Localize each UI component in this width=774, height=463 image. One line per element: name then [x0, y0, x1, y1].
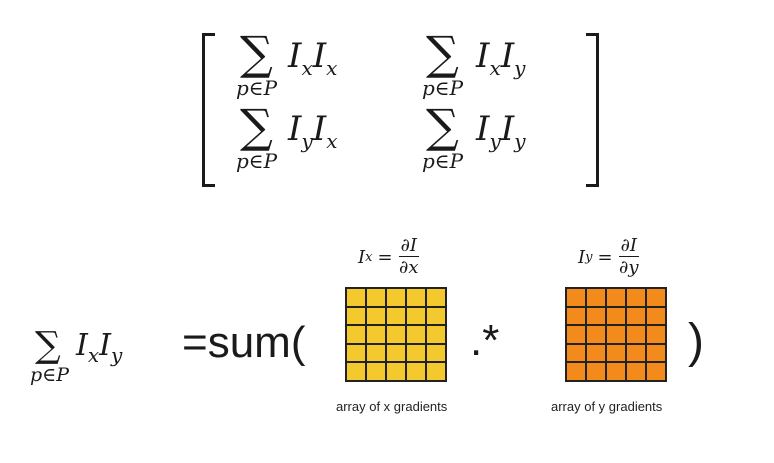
array-cell [426, 288, 446, 307]
array-cell [646, 343, 666, 363]
sum-symbol: ∑ [426, 99, 459, 153]
sum-symbol: ∑ [35, 325, 61, 366]
right-bracket [586, 33, 599, 187]
array-cell [386, 325, 406, 344]
array-cell [406, 362, 426, 381]
array-cell [406, 288, 426, 307]
array-cell [366, 362, 386, 381]
sum-subscript: p∈P [422, 149, 464, 173]
array-cell [586, 343, 606, 363]
array-cell [346, 325, 366, 344]
array-cell [366, 343, 386, 363]
matrix-cell-2-2: ∑ p∈P IyIy [418, 103, 588, 183]
matrix-cell-1-2: ∑ p∈P IxIy [418, 30, 588, 105]
array-cell [586, 325, 606, 344]
matrix-cell-1-1: ∑ p∈P IxIx [232, 30, 392, 105]
array-cell [366, 306, 386, 326]
array-cell [606, 288, 626, 307]
sum-subscript: p∈P [236, 149, 278, 173]
array-cell [346, 288, 366, 307]
array-cell [626, 325, 646, 344]
array-cell [586, 362, 606, 381]
y-gradient-caption: array of y gradients [551, 399, 663, 414]
x-gradient-array [345, 287, 447, 382]
elementwise-operator: .* [470, 316, 500, 365]
term: IyIy [476, 109, 526, 153]
array-cell [606, 343, 626, 363]
array-cell [366, 325, 386, 344]
array-cell [626, 343, 646, 363]
y-gradient-array [565, 287, 667, 382]
array-cell [646, 306, 666, 326]
array-cell [566, 362, 586, 381]
array-cell [606, 325, 626, 344]
array-cell [346, 362, 366, 381]
array-cell [646, 325, 666, 344]
array-cell [566, 306, 586, 326]
array-cell [626, 362, 646, 381]
array-cell [566, 325, 586, 344]
array-cell [386, 362, 406, 381]
matrix-cell-2-1: ∑ p∈P IyIx [232, 103, 392, 183]
array-cell [386, 306, 406, 326]
array-cell [426, 343, 446, 363]
array-cell [626, 306, 646, 326]
array-cell [366, 288, 386, 307]
left-bracket [202, 33, 215, 187]
array-cell [606, 306, 626, 326]
sum-symbol: ∑ [240, 26, 273, 80]
term: IyIx [288, 109, 338, 153]
lhs-term: IxIy [76, 328, 123, 367]
term: IxIy [476, 36, 526, 80]
sum-symbol: ∑ [426, 26, 459, 80]
x-gradient-caption: array of x gradients [336, 399, 448, 414]
array-cell [346, 343, 366, 363]
array-cell [386, 288, 406, 307]
array-cell [566, 343, 586, 363]
array-cell [386, 343, 406, 363]
term: IxIx [288, 36, 338, 80]
array-cell [406, 306, 426, 326]
sum-symbol: ∑ [240, 99, 273, 153]
sum-subscript: p∈P [422, 76, 464, 100]
array-cell [586, 288, 606, 307]
array-cell [426, 306, 446, 326]
array-cell [406, 325, 426, 344]
array-cell [566, 288, 586, 307]
sum-subscript: p∈P [236, 76, 278, 100]
array-cell [426, 362, 446, 381]
array-cell [586, 306, 606, 326]
close-paren: ) [688, 315, 704, 368]
array-cell [646, 288, 666, 307]
array-cell [406, 343, 426, 363]
array-cell [606, 362, 626, 381]
array-cell [626, 288, 646, 307]
sum-subscript: p∈P [30, 364, 70, 386]
array-cell [346, 306, 366, 326]
array-cell [426, 325, 446, 344]
array-cell [646, 362, 666, 381]
equals-sum-open: =sum( [182, 318, 306, 367]
